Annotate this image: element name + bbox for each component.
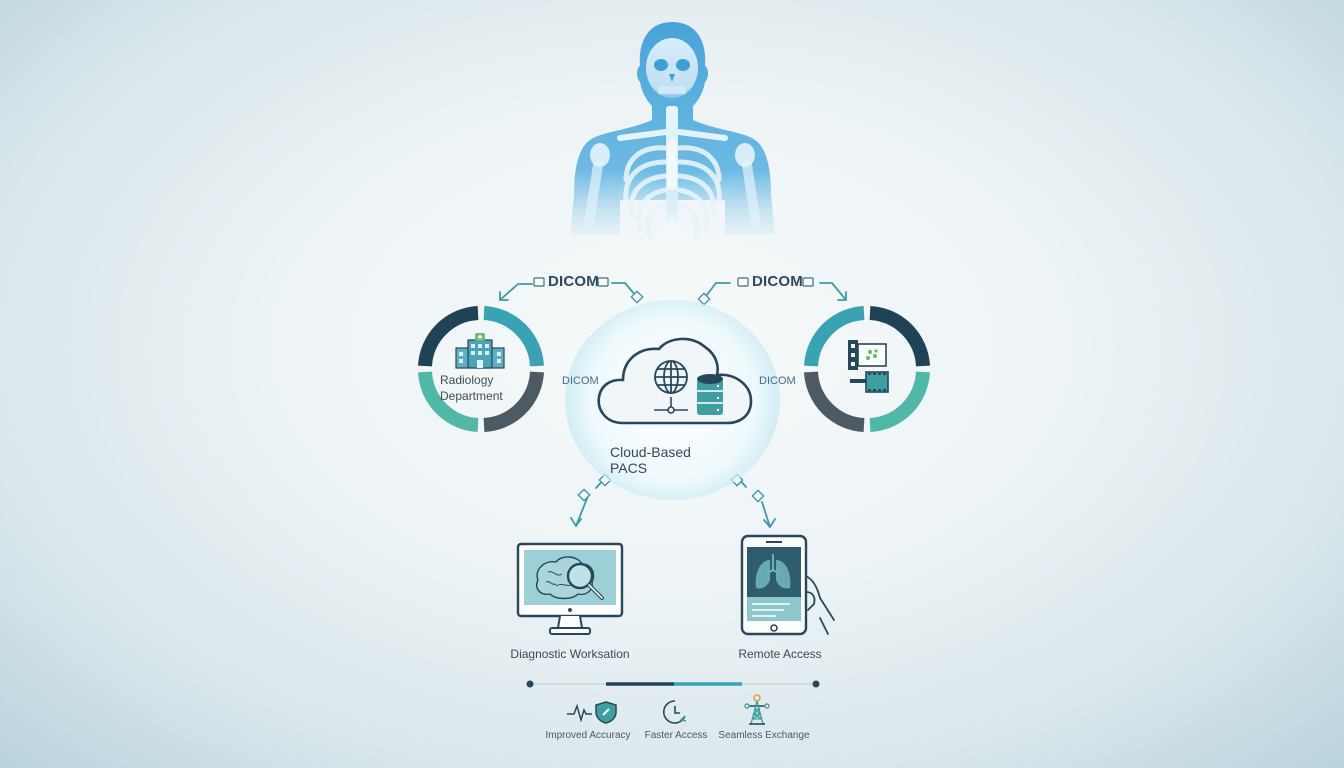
- dicom-label-top-left: DICOM: [548, 273, 599, 290]
- monitor-brain-magnifier-icon: [516, 542, 624, 635]
- hospital-building-icon: [455, 333, 505, 369]
- heartbeat-shield-icon: [567, 701, 617, 724]
- tablet-lungs-hand-icon: [740, 534, 835, 636]
- xray-skeleton-icon: [570, 22, 775, 241]
- radiology-department-label-line1: Radiology: [440, 373, 494, 387]
- remote-access-label: Remote Access: [738, 647, 822, 661]
- clock-refresh-icon: [663, 700, 687, 724]
- benefit-label-improved-accuracy: Improved Accuracy: [545, 730, 631, 741]
- benefit-label-faster-access: Faster Access: [644, 730, 708, 741]
- timeline-bar: [526, 680, 820, 688]
- benefit-label-seamless-exchange: Seamless Exchange: [718, 730, 810, 741]
- tower-network-icon: [744, 694, 770, 725]
- radiology-department-label: Radiology Department: [440, 372, 522, 404]
- dicom-label-side-right: DICOM: [759, 375, 796, 387]
- imaging-film-icon: [848, 340, 889, 393]
- radiology-department-ring: [418, 306, 544, 432]
- cloud-pacs-label: Cloud-Based PACS: [610, 444, 734, 476]
- imaging-ring: [804, 306, 930, 432]
- dicom-label-side-left: DICOM: [562, 375, 599, 387]
- cloud-pacs-label-line1: Cloud-Based: [610, 444, 691, 460]
- dicom-label-top-right: DICOM: [752, 273, 803, 290]
- diagnostic-workstation-label: Diagnostic Worksation: [510, 647, 630, 661]
- cloud-pacs-label-line2: PACS: [610, 460, 648, 476]
- radiology-department-label-line2: Department: [440, 389, 503, 403]
- cloud-pacs-icon: [597, 337, 753, 425]
